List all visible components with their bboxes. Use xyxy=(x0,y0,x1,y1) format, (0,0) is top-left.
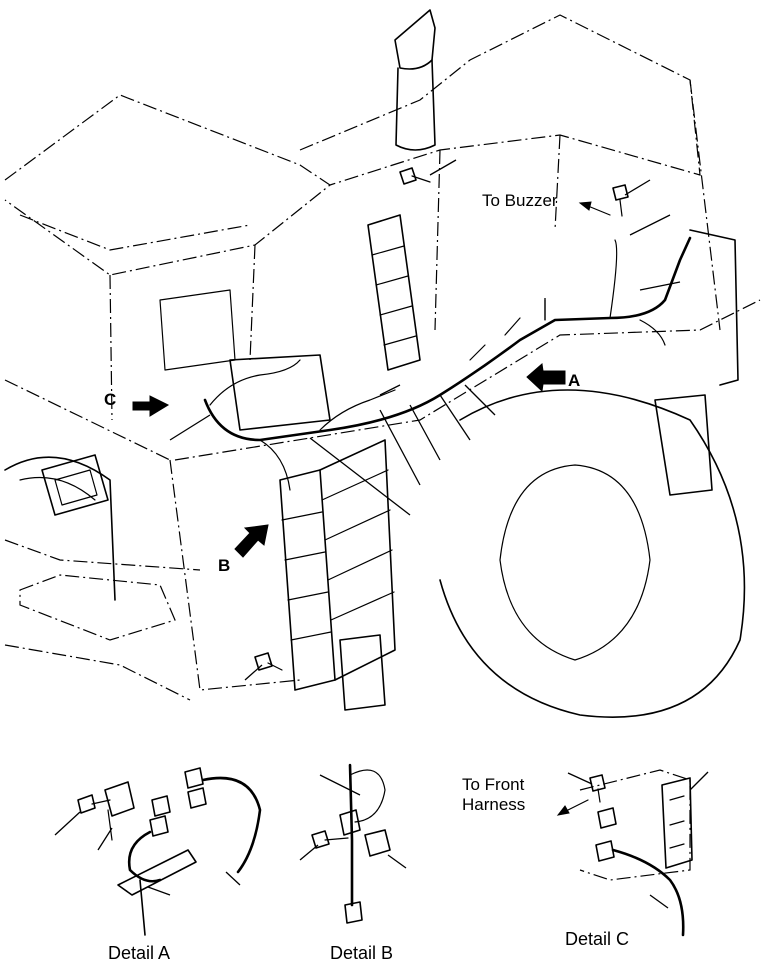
view-arrow-a xyxy=(526,363,566,393)
to-front-harness-note: To Front Harness xyxy=(462,775,582,815)
to-front-harness-line-1: To Front xyxy=(462,775,525,794)
mounting-bolts xyxy=(254,167,629,671)
view-arrows xyxy=(132,201,611,816)
view-arrow-c xyxy=(132,395,170,417)
detail-b-caption: Detail B xyxy=(330,943,394,962)
to-front-harness-line-2: Harness xyxy=(462,795,526,814)
detail-b-drawing xyxy=(299,763,407,924)
view-arrow-b xyxy=(234,524,269,558)
detail-a-drawing xyxy=(54,767,262,936)
machine-outline xyxy=(4,14,761,701)
view-label-b: B xyxy=(218,556,231,575)
wiring-harness xyxy=(203,236,692,491)
to-buzzer-note: To Buzzer xyxy=(482,191,558,210)
detail-a-caption: Detail A xyxy=(108,943,171,962)
leader-lines xyxy=(169,159,681,681)
detail-c-drawing xyxy=(567,769,709,937)
detail-c-caption: Detail C xyxy=(565,929,630,949)
view-label-a: A xyxy=(568,371,581,390)
machine-solid-parts xyxy=(4,9,746,718)
view-label-c: C xyxy=(104,390,117,409)
